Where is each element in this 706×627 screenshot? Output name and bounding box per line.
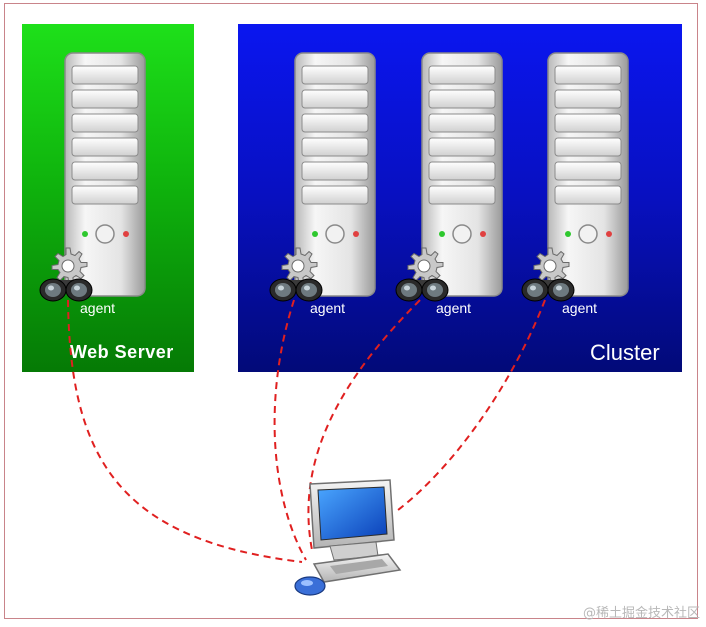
client-desktop-computer-icon: [294, 479, 402, 596]
connection-agent-1: [67, 299, 303, 563]
agent-4-label: agent: [562, 300, 598, 316]
connection-agent-2: [273, 299, 307, 561]
watermark-text: @稀土掘金技术社区: [582, 606, 700, 621]
agent-2-label: agent: [310, 300, 346, 316]
web-server-label: Web Server: [70, 342, 174, 362]
cluster-label: Cluster: [590, 340, 660, 365]
connection-agent-4: [397, 299, 546, 511]
agent-1-label: agent: [80, 300, 116, 316]
agent-3-label: agent: [436, 300, 472, 316]
connection-agent-3: [307, 299, 421, 551]
